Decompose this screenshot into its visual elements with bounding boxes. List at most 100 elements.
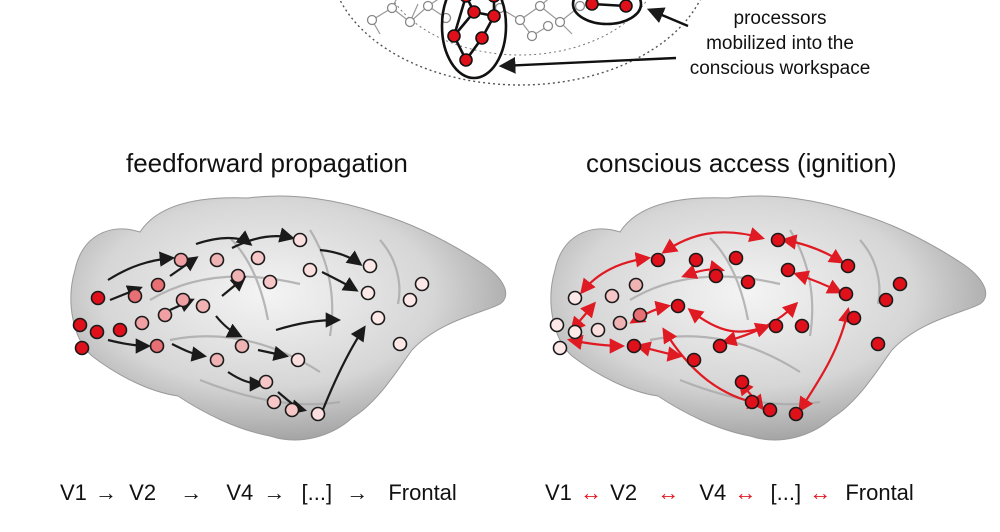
node-active [794,318,810,334]
node-dim [234,338,250,354]
workspace-inner-ring [392,0,648,56]
left-nodes [72,232,430,422]
stage-v1: V1 [60,480,87,505]
ig-arrow [780,234,845,264]
node-active [892,276,908,292]
feedforward-title: feedforward propagation [126,148,408,178]
node-dim [209,252,225,268]
connector-double-arrow: ↔ [657,480,680,505]
annotation-arrow-upper [646,7,689,28]
node-pale [552,340,568,356]
feedforward-pathway: V1 → V2 → V4 → [...] → Frontal [60,480,457,506]
node-pale [362,258,378,274]
node-active [770,232,786,248]
node-pale [402,292,418,308]
node-dim [266,394,282,410]
node-dim [284,402,300,418]
node-dim [628,277,644,293]
node-dim [612,315,628,331]
stage-v4: V4 [699,480,727,505]
node-active [670,298,686,314]
stage-frontal: Frontal [388,480,457,505]
ff-arrow [171,343,208,362]
node-active [712,338,728,354]
workspace-annotation-line-2: mobilized into the [706,33,854,54]
annotation-arrow-lower [498,56,677,74]
ff-arrow [319,248,363,266]
ig-arrow [798,306,854,413]
node-dim [262,274,278,290]
node-pale [590,322,606,338]
ignition-title: conscious access (ignition) [586,148,897,178]
node-pale [360,285,376,301]
node-active [870,336,886,352]
node-dim [302,262,318,278]
node-active [762,402,778,418]
ignition-arrows [566,227,854,413]
brain-left [70,195,507,441]
node-pale [549,317,565,333]
node-medium [134,315,150,331]
ff-arrow [107,338,152,354]
node-active [650,252,666,268]
node-active [74,340,90,356]
ff-arrow [321,271,359,292]
node-dim [310,406,326,422]
node-active [626,338,642,354]
stage-ellipsis: [...] [301,480,333,505]
stage-v4: V4 [226,480,254,505]
node-pale [567,324,583,340]
mobilized-cluster-outline-2 [571,0,643,26]
node-medium [150,277,166,293]
node-medium [157,307,173,323]
node-dim [230,268,246,284]
node-active [846,310,862,326]
node-pale [414,276,430,292]
mobilized-cluster-outline [440,0,508,80]
ff-arrow [215,315,243,338]
stage-v2: V2 [610,480,638,505]
ig-arrow [793,270,843,294]
node-dim [250,250,266,266]
ff-arrow [231,227,295,249]
node-active [728,250,744,266]
node-dim [292,232,308,248]
stage-v2: V2 [129,480,157,505]
node-pale [370,310,386,326]
stage-ellipsis: [...] [770,480,802,505]
right-nodes [549,232,908,422]
node-active [72,317,88,333]
ig-arrow [580,252,652,295]
mobilized-nodes [447,0,633,67]
node-active [840,258,856,274]
workspace-annotation-line-3: conscious workspace [689,58,871,79]
node-active [90,290,106,306]
connector-double-arrow: ↔ [809,480,832,505]
ig-arrow [661,227,765,254]
ff-arrow [320,325,366,413]
node-active [780,262,796,278]
node-dim [195,298,211,314]
node-pale [567,290,583,306]
ig-arrow [566,334,626,354]
connector-double-arrow: ↔ [734,480,757,505]
ignition-pathway: V1 ↔ V2 ↔ V4 ↔ [...] ↔ Frontal [545,480,914,506]
workspace-grey-nodes [366,0,586,42]
connector-arrow: → [346,480,369,505]
workspace-outer-ring [339,0,701,86]
node-active [688,252,704,268]
node-active [740,274,756,290]
node-pale [392,336,408,352]
node-active [878,292,894,308]
workspace-network [339,0,701,86]
node-medium [149,338,165,354]
stage-frontal: Frontal [845,480,914,505]
node-medium [173,252,189,268]
node-active [686,352,702,368]
connector-arrow: → [263,480,286,505]
node-active [838,286,854,302]
node-dim [209,352,225,368]
node-dim [258,374,274,390]
ff-arrow [257,345,290,361]
connector-arrow: → [95,480,118,505]
